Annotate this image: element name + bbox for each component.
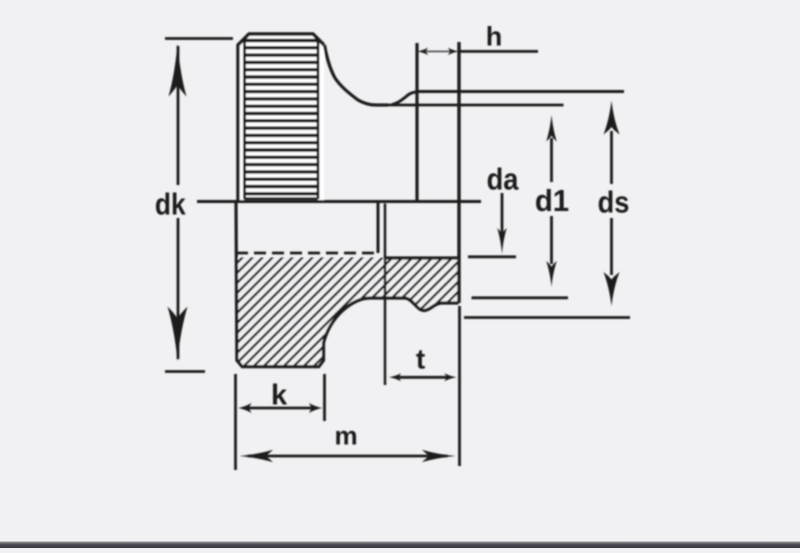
svg-text:ds: ds (598, 186, 630, 220)
svg-text:h: h (486, 22, 503, 52)
svg-text:t: t (416, 344, 425, 375)
svg-text:k: k (271, 380, 288, 412)
svg-text:m: m (334, 421, 357, 451)
svg-text:da: da (487, 163, 520, 197)
svg-text:d1: d1 (535, 184, 569, 218)
svg-text:dk: dk (155, 188, 187, 222)
